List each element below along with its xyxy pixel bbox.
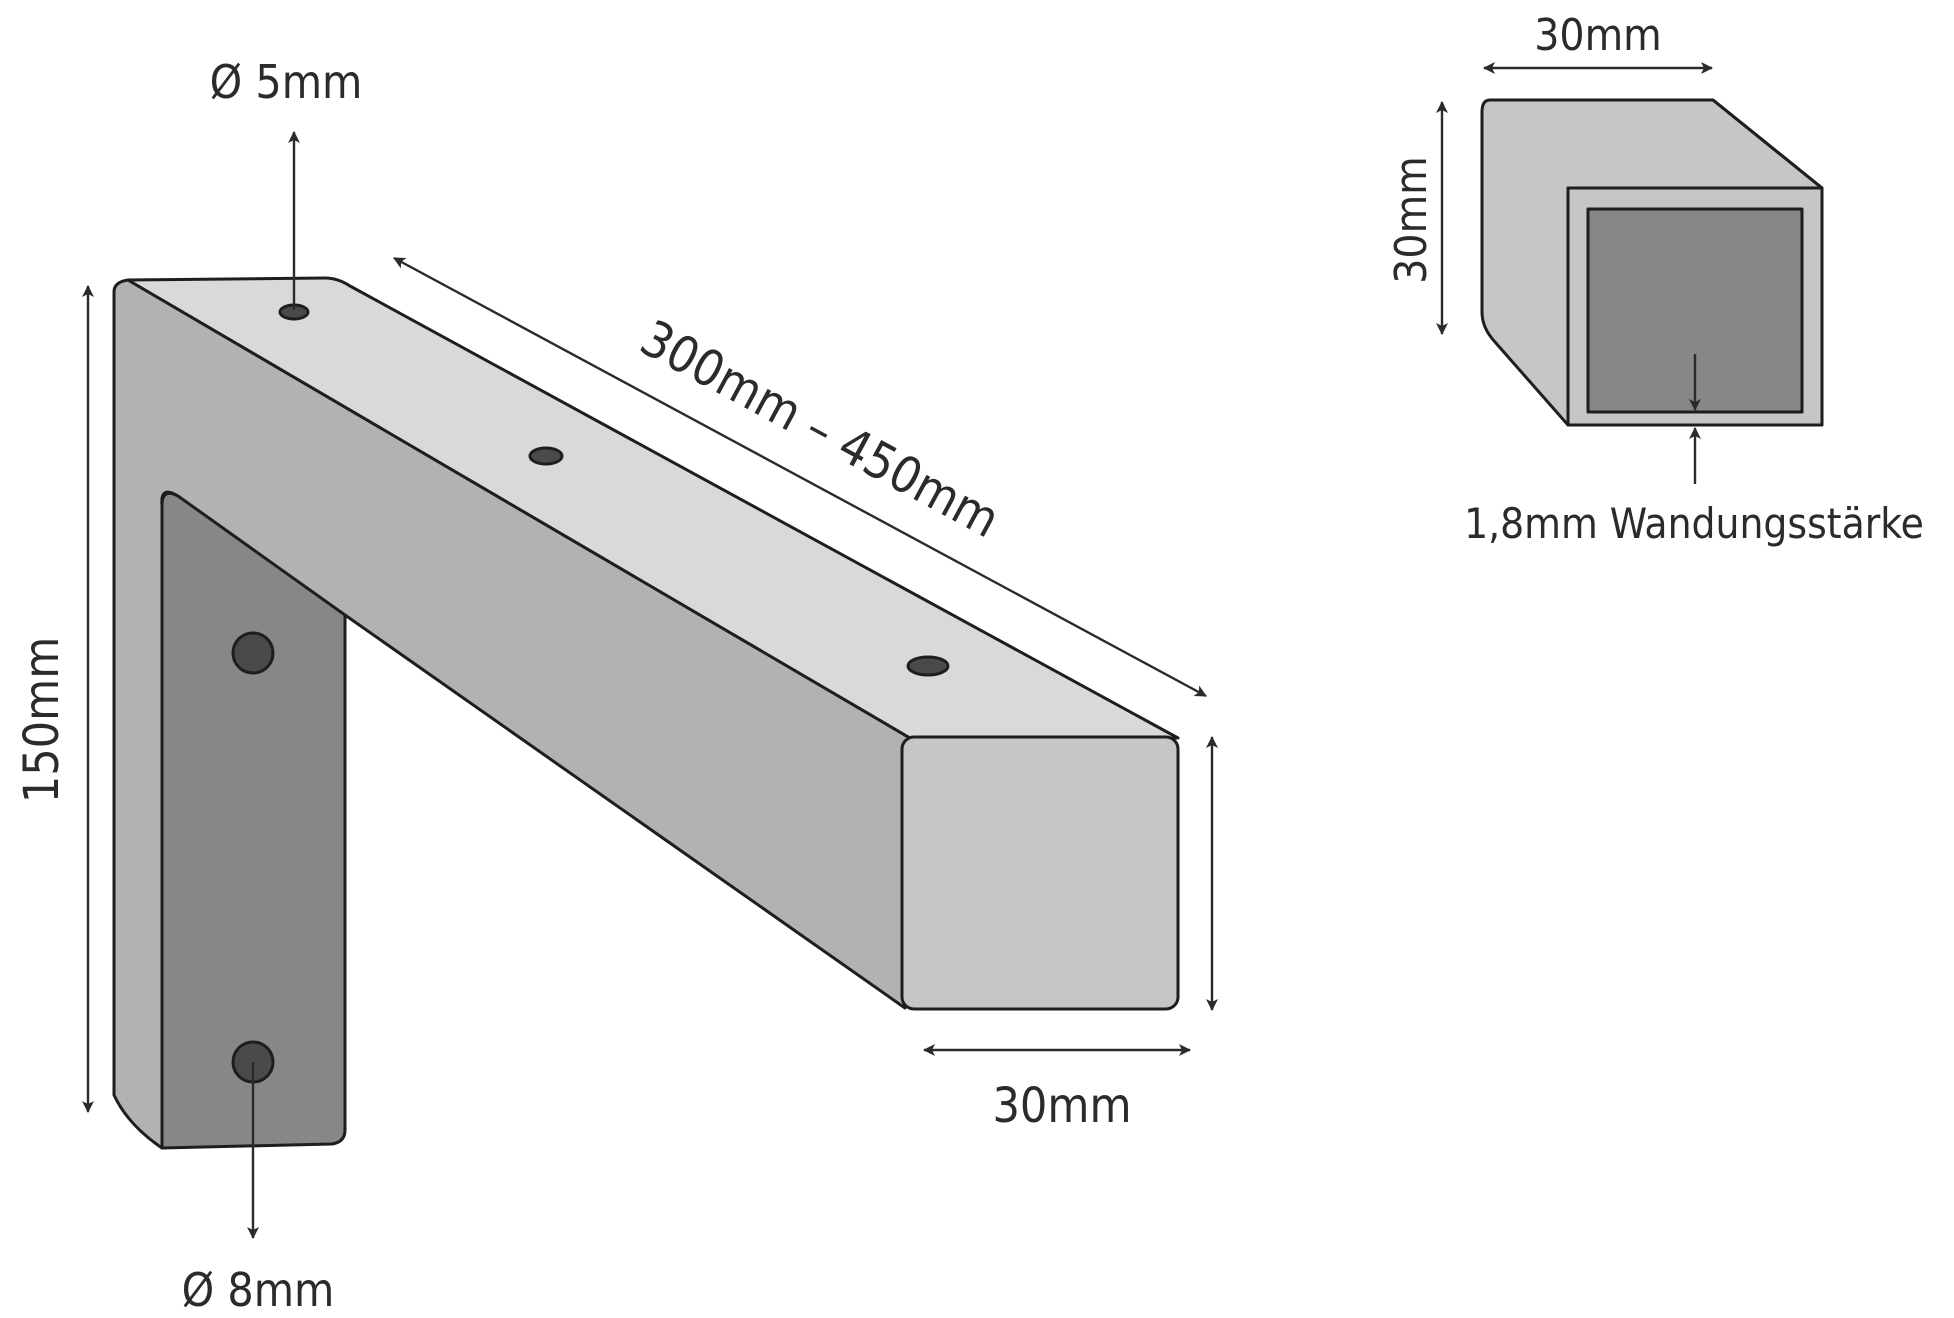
wall-hole-1 <box>231 631 275 675</box>
profile-width-label: 30mm <box>992 1078 1131 1134</box>
bracket-3d-view <box>112 276 1180 1150</box>
section-inner-opening <box>1586 207 1804 414</box>
cross-section-view: 30mm 30mm 1,8mm Wandungsstärke <box>1386 10 1924 548</box>
top-hole-2 <box>528 446 564 466</box>
bracket-side-face <box>112 278 912 1150</box>
profile-end-face <box>900 735 1180 1011</box>
top-hole-diameter-label: Ø 5mm <box>210 55 363 109</box>
section-height-label: 30mm <box>1386 156 1437 284</box>
wall-thickness-label: 1,8mm Wandungsstärke <box>1464 499 1924 548</box>
length-arrow <box>393 256 1207 698</box>
section-width-label: 30mm <box>1534 10 1662 61</box>
bottom-hole-diameter-label: Ø 8mm <box>182 1263 335 1317</box>
section-edge <box>1711 98 1824 190</box>
height-label: 150mm <box>14 637 70 804</box>
top-hole-3 <box>906 655 950 677</box>
